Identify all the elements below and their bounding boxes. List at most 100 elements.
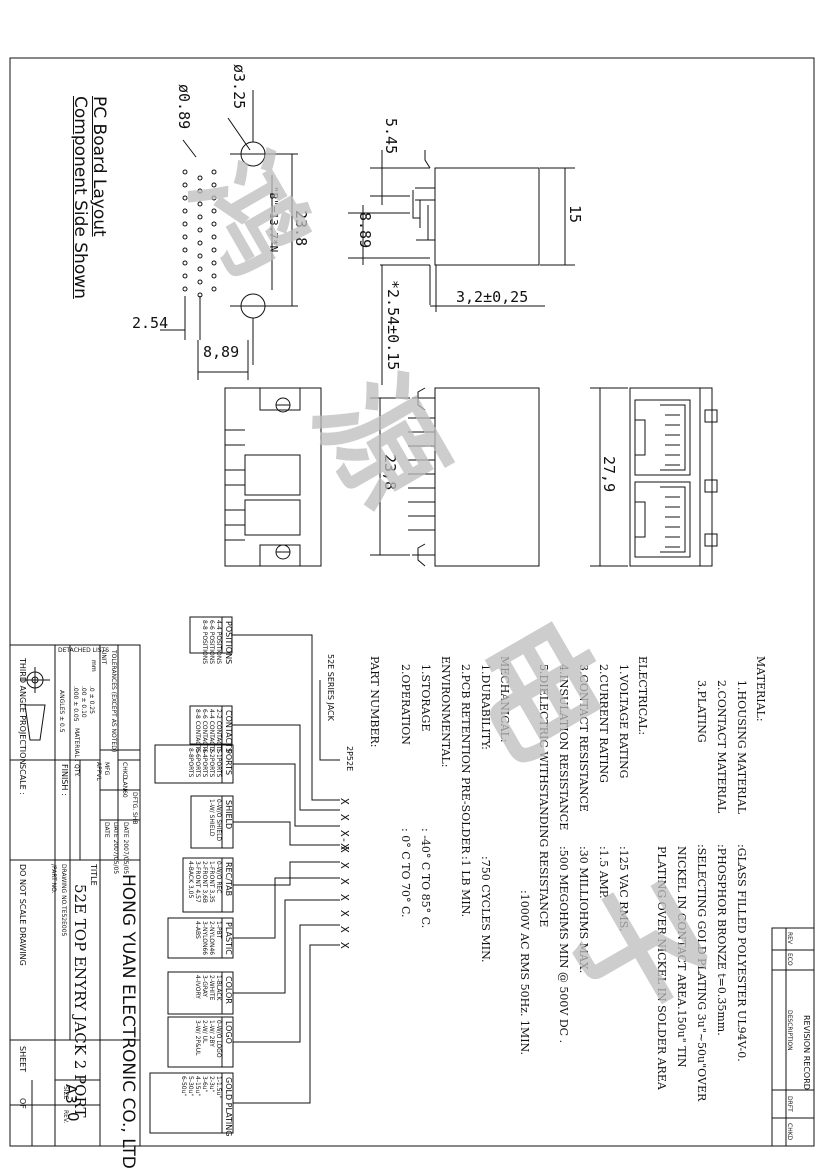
pcb-hole — [182, 182, 188, 188]
pn-group-title: LOGO — [224, 1021, 233, 1044]
spec-material-1-label: 1.HOUSING MATERIAL — [735, 680, 748, 815]
spec-environmental-1-label: 1.STORAGE — [419, 664, 432, 732]
pn-group-item: 1-BLACK — [215, 975, 222, 1001]
tb-rev: 0 — [64, 1112, 82, 1122]
pn-group-item: 1-1.5u" — [215, 1076, 222, 1099]
tb-tol-3: ANGLES ± 0.5 — [58, 690, 65, 733]
title-block-lines — [9, 644, 141, 1147]
pn-group-item: 6-50u" — [180, 1076, 187, 1097]
spec-material-title: MATERIAL: — [754, 656, 767, 722]
pcb-dim-dia-large: ø3.25 — [230, 64, 248, 110]
front-dim-27-9: 27,9 — [600, 456, 618, 493]
pn-group-title: GOLD PLATING — [224, 1077, 233, 1137]
pn-group-item: 1-PBT — [215, 921, 222, 939]
pn-group-item: 6-6PORTS — [194, 748, 201, 778]
pn-group-item: 2-WHITE — [208, 975, 215, 1001]
pn-code-char: X — [338, 942, 351, 949]
pcb-hole — [182, 260, 188, 266]
sheet-border — [9, 57, 815, 1147]
tb-tol-0: .0 ± 0.25 — [88, 686, 95, 714]
pn-code-char: X — [338, 894, 351, 901]
pn-code-char: X — [338, 798, 351, 805]
tb-detached-lists: DETACHED LISTS — [58, 647, 110, 654]
tb-scale-label: SCALE : — [18, 764, 27, 795]
pcb-hole — [197, 188, 203, 194]
side-dim-8-89: 8.89 — [356, 212, 374, 249]
tb-projection: THIRD ANGLE PROJECTION — [18, 658, 27, 765]
pn-group-item: 4-IVORY — [194, 975, 201, 999]
pcb-hole — [197, 253, 203, 259]
side-dim-5-45: 5.45 — [382, 118, 400, 155]
spec-environmental-2-value: : 0° C TO 70° C. — [399, 828, 412, 918]
pcb-hole — [197, 214, 203, 220]
pn-group-item: 0-W/O LOGO — [215, 1020, 222, 1058]
tb-size: A3 — [62, 1084, 80, 1104]
side-dim-3-2: 3,2±0,25 — [456, 288, 529, 306]
tb-date-label: DATE — [103, 822, 110, 838]
pn-group-item: 1-W/ 2BY — [208, 1020, 215, 1047]
pn-group-title: SHIELD — [224, 800, 233, 830]
pcb-hole — [211, 169, 217, 175]
pn-group-item: 4-4PORTS — [201, 748, 208, 778]
pcb-hole — [211, 221, 217, 227]
side-view-pins — [370, 387, 540, 567]
pn-group-item: 1-FRONT 3,35 — [208, 861, 215, 903]
tb-tol-1: .00 ± 0.10 — [80, 686, 87, 718]
spec-material-1-value: :GLASS FILLED POLYESTER UL94V-0. — [735, 844, 748, 1062]
tb-tolerances: TOLERANCES (EXCEPT AS NOTED) — [110, 650, 117, 753]
pn-group-item: 8-8 POSITIONS — [201, 620, 208, 665]
pn-prefix: 2P52E — [345, 746, 354, 772]
pcb-dim-2-54: 2.54 — [132, 314, 169, 332]
spec-part-number-title: PART NUMBER: — [368, 656, 381, 748]
tb-title: 52E TOP ENYRY JACK 2 PORT — [71, 884, 89, 1118]
pcb-subtitle: Component Side Shown — [70, 96, 90, 299]
pn-group-item: 1-W/ SHIELD — [208, 799, 215, 837]
side-view — [348, 150, 575, 385]
pn-group-item: 4-BACK 3,05 — [187, 861, 194, 899]
pcb-hole — [182, 195, 188, 201]
pcb-hole — [211, 182, 217, 188]
pcb-hole-grid — [182, 169, 217, 298]
pcb-hole — [211, 260, 217, 266]
tb-dftg-name: SHB — [131, 812, 138, 825]
tb-dftg-date: DATE 2007/05/05 — [122, 822, 129, 875]
revision-table-lines — [771, 927, 815, 1147]
spec-mechanical-1-value: :750 CYCLES MIN. — [479, 856, 492, 963]
pcb-hole — [182, 286, 188, 292]
spec-material-2-label: 2.CONTACT MATERIAL — [715, 680, 728, 814]
tb-title-label: TITLE — [89, 864, 98, 886]
revision-header-description: DESCRIPTION — [786, 1010, 793, 1051]
pn-code-char: X — [338, 862, 351, 869]
tb-dftg-label: DFTG. — [131, 792, 138, 811]
tb-appvl-label: APPVL — [95, 762, 102, 781]
part-number-leaders — [232, 634, 340, 1104]
tb-part-no-label: /PART NO. — [50, 864, 57, 894]
tb-material-label: MATERIAL : — [73, 728, 80, 762]
pn-group-item: 2-2 CONTACTS — [215, 709, 222, 753]
pcb-hole — [211, 247, 217, 253]
side-dim-2-54: *2.54±0.15 — [384, 280, 402, 371]
tb-company: HONG YUAN ELECTRONIC CO., LTD — [118, 874, 138, 1169]
pn-group-item: 3-W/ 2P&UL — [194, 1020, 201, 1056]
spec-environmental-1-value: : -40° C TO 85° C. — [419, 828, 432, 929]
pn-group-item: 1-1PORTS — [215, 748, 222, 778]
tb-no-scale: DO NOT SCALE DRAWING — [18, 864, 27, 966]
pcb-hole — [211, 195, 217, 201]
top-view — [224, 387, 322, 567]
tb-qty-label: QTY. — [73, 764, 80, 777]
pn-group-item: 6-6 CONTACTS — [201, 709, 208, 753]
pn-code-char: X — [338, 878, 351, 885]
pn-group-item: 4-15u" — [194, 1076, 201, 1097]
pcb-hole — [182, 234, 188, 240]
pn-group-item: 8-8PORTS — [187, 748, 194, 778]
pcb-hole — [211, 273, 217, 279]
tb-unit-value: mm — [90, 660, 97, 672]
tb-tol-2: .000 ± 0.05 — [72, 686, 79, 722]
pn-group-item: 2-FRONT 3,6B — [201, 861, 208, 904]
pn-group-title: REC/TAB — [224, 862, 233, 897]
pcb-hole — [182, 208, 188, 214]
pn-group-item: 3-NYLON66 — [201, 921, 208, 956]
front-view — [590, 387, 718, 567]
